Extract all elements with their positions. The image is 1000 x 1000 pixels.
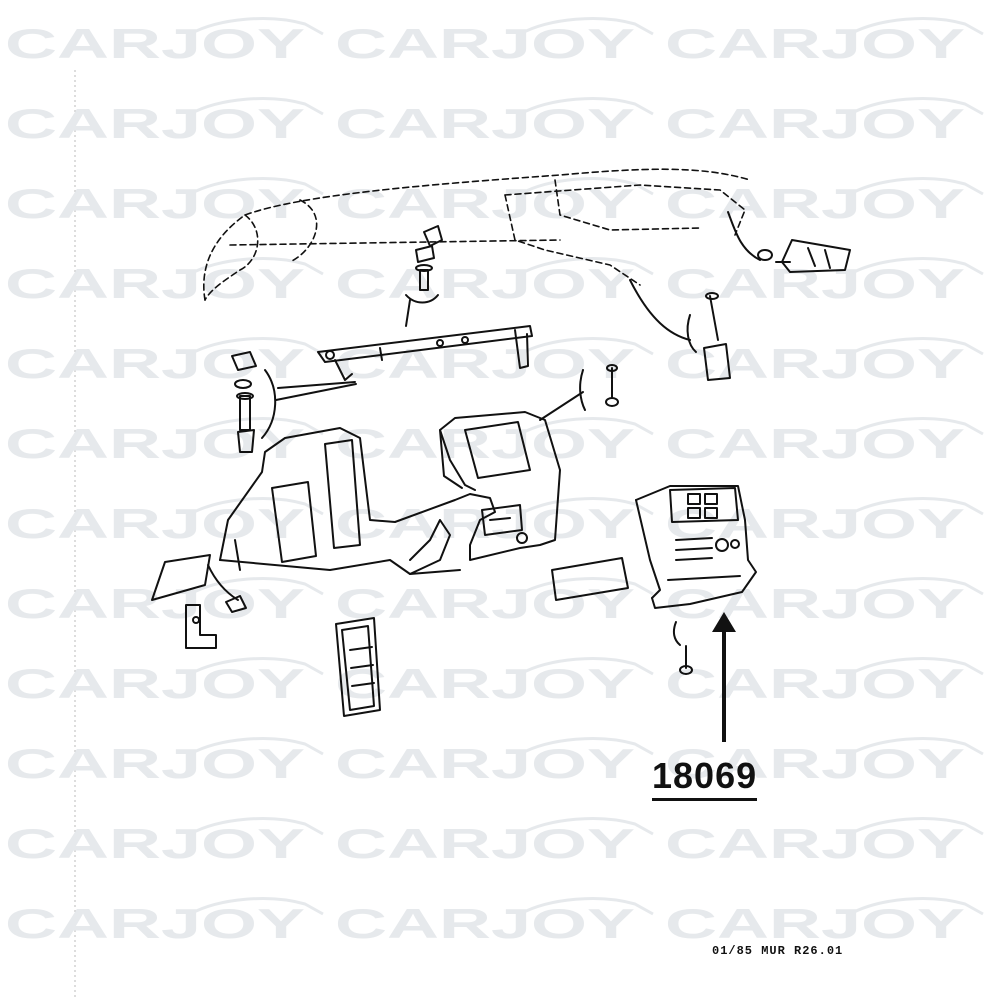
top-clip-fastener xyxy=(405,225,443,327)
svg-text:CARJOY: CARJOY xyxy=(335,740,635,787)
watermark-mark: CARJOY xyxy=(665,417,984,467)
console-center-panel xyxy=(635,485,757,609)
svg-text:CARJOY: CARJOY xyxy=(5,500,305,547)
upper-support-rail xyxy=(317,325,533,381)
svg-text:CARJOY: CARJOY xyxy=(5,740,305,787)
svg-text:CARJOY: CARJOY xyxy=(665,420,965,467)
svg-text:CARJOY: CARJOY xyxy=(665,900,965,947)
svg-text:CARJOY: CARJOY xyxy=(5,420,305,467)
left-upper-fastener-group xyxy=(231,351,357,453)
svg-text:CARJOY: CARJOY xyxy=(335,580,635,627)
watermark-mark: CARJOY xyxy=(665,257,984,307)
watermark-mark: CARJOY xyxy=(665,577,984,627)
watermark-mark: CARJOY xyxy=(335,257,654,307)
svg-text:CARJOY: CARJOY xyxy=(335,260,635,307)
watermark-mark: CARJOY xyxy=(335,177,654,227)
watermark-mark: CARJOY xyxy=(5,97,324,147)
svg-text:CARJOY: CARJOY xyxy=(5,20,305,67)
watermark-mark: CARJOY xyxy=(5,817,324,867)
watermark-mark: CARJOY xyxy=(335,657,654,707)
svg-text:CARJOY: CARJOY xyxy=(5,260,305,307)
watermark-mark: CARJOY xyxy=(335,497,654,547)
watermark-mark: CARJOY xyxy=(5,657,324,707)
svg-text:CARJOY: CARJOY xyxy=(5,180,305,227)
blanking-plate xyxy=(551,557,629,601)
svg-text:CARJOY: CARJOY xyxy=(335,340,635,387)
watermark-mark: CARJOY xyxy=(665,817,984,867)
left-side-trim-piece xyxy=(151,554,247,649)
svg-text:CARJOY: CARJOY xyxy=(335,900,635,947)
watermark-mark: CARJOY xyxy=(5,177,324,227)
watermark-mark: CARJOY xyxy=(665,177,984,227)
part-number-label: 18069 xyxy=(652,756,758,801)
watermark-mark: CARJOY xyxy=(665,897,984,947)
watermark-mark: CARJOY xyxy=(665,497,984,547)
svg-text:CARJOY: CARJOY xyxy=(5,580,305,627)
svg-text:CARJOY: CARJOY xyxy=(665,660,965,707)
svg-text:CARJOY: CARJOY xyxy=(335,20,635,67)
svg-text:CARJOY: CARJOY xyxy=(665,580,965,627)
svg-text:CARJOY: CARJOY xyxy=(335,180,635,227)
svg-text:CARJOY: CARJOY xyxy=(335,100,635,147)
part-pointer-arrow xyxy=(712,612,736,742)
watermark-mark: CARJOY xyxy=(5,737,324,787)
watermark-mark: CARJOY xyxy=(665,657,984,707)
svg-text:CARJOY: CARJOY xyxy=(335,500,635,547)
watermark-mark: CARJOY xyxy=(335,97,654,147)
console-screw xyxy=(672,621,693,675)
watermark-mark: CARJOY xyxy=(335,337,654,387)
watermark-mark: CARJOY xyxy=(5,417,324,467)
svg-text:CARJOY: CARJOY xyxy=(5,660,305,707)
drawing-reference-code: 01/85 MUR R26.01 xyxy=(712,944,844,958)
center-screw xyxy=(539,364,619,421)
air-vent-grille xyxy=(335,617,381,717)
svg-text:CARJOY: CARJOY xyxy=(5,100,305,147)
watermark-mark: CARJOY xyxy=(5,897,324,947)
svg-text:CARJOY: CARJOY xyxy=(665,20,965,67)
svg-text:CARJOY: CARJOY xyxy=(665,740,965,787)
watermark-mark: CARJOY xyxy=(5,497,324,547)
watermark-mark: CARJOY xyxy=(335,417,654,467)
watermark-mark: CARJOY xyxy=(335,817,654,867)
watermark-mark: CARJOY xyxy=(5,337,324,387)
watermark-mark: CARJOY xyxy=(335,737,654,787)
svg-text:CARJOY: CARJOY xyxy=(665,100,965,147)
watermark-mark: CARJOY xyxy=(335,577,654,627)
watermark-layer: CARJOY CARJOY CARJOY CARJOY CARJOY CARJOY CARJ… xyxy=(5,17,984,947)
watermark-mark: CARJOY xyxy=(335,897,654,947)
right-upper-clip-group xyxy=(629,211,851,381)
svg-text:CARJOY: CARJOY xyxy=(335,660,635,707)
svg-text:CARJOY: CARJOY xyxy=(5,820,305,867)
watermark-mark: CARJOY xyxy=(335,17,654,67)
dashboard-top-outline xyxy=(203,168,751,301)
svg-text:CARJOY: CARJOY xyxy=(665,180,965,227)
watermark-mark: CARJOY xyxy=(5,577,324,627)
watermark-mark: CARJOY xyxy=(5,257,324,307)
watermark-mark: CARJOY xyxy=(665,737,984,787)
watermark-mark: CARJOY xyxy=(665,97,984,147)
watermark-mark: CARJOY xyxy=(5,17,324,67)
svg-text:CARJOY: CARJOY xyxy=(665,820,965,867)
svg-text:CARJOY: CARJOY xyxy=(5,340,305,387)
svg-text:CARJOY: CARJOY xyxy=(5,900,305,947)
svg-text:CARJOY: CARJOY xyxy=(335,820,635,867)
watermark-mark: CARJOY xyxy=(665,17,984,67)
dashboard-lower-panel xyxy=(219,411,561,575)
